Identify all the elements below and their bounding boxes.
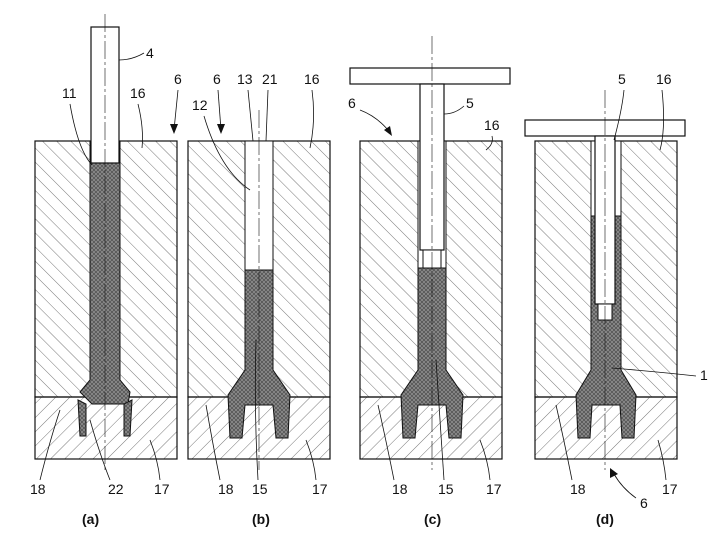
label-6: 6: [348, 95, 356, 111]
label-18: 18: [30, 481, 46, 497]
caption-a: (a): [82, 511, 99, 527]
label-17: 17: [486, 481, 502, 497]
label-6: 6: [640, 495, 648, 511]
label-5: 5: [466, 95, 474, 111]
label-17: 17: [662, 481, 678, 497]
caption-c: (c): [424, 511, 441, 527]
leader-13: [248, 90, 253, 141]
label-16: 16: [130, 85, 146, 101]
arrow-6: [360, 110, 388, 130]
panel-b: 6 13 21 16 12 18 15 17 (b): [188, 71, 330, 527]
label-18: 18: [218, 481, 234, 497]
panel-d: 5 16 1 18 17 6 (d): [525, 71, 708, 527]
leader-21: [266, 90, 268, 141]
caption-d: (d): [596, 511, 614, 527]
label-1: 1: [700, 367, 708, 383]
label-16: 16: [304, 71, 320, 87]
arrow-6-head: [217, 124, 225, 134]
lower-mold-block: [360, 397, 502, 459]
label-6: 6: [213, 71, 221, 87]
label-18: 18: [392, 481, 408, 497]
label-15: 15: [438, 481, 454, 497]
label-22: 22: [108, 481, 124, 497]
label-21: 21: [262, 71, 278, 87]
leader-5: [444, 106, 464, 114]
label-6: 6: [174, 71, 182, 87]
arrow-6-head: [384, 126, 392, 136]
arrow-6-head: [170, 124, 178, 134]
label-5: 5: [618, 71, 626, 87]
label-18: 18: [570, 481, 586, 497]
label-11: 11: [62, 85, 77, 101]
arrow-6: [614, 474, 636, 498]
caption-b: (b): [252, 511, 270, 527]
arrow-6-head: [610, 468, 618, 478]
lower-mold-block: [35, 397, 177, 459]
leader-16: [310, 90, 314, 148]
panel-c: 5 6 16 18 15 17 (c): [348, 36, 510, 527]
label-13: 13: [237, 71, 253, 87]
label-4: 4: [146, 45, 154, 61]
panel-a: 4 11 16 6 18 22 17 (a): [30, 14, 182, 527]
label-17: 17: [154, 481, 170, 497]
label-15: 15: [252, 481, 268, 497]
leader-4: [119, 53, 144, 60]
label-17: 17: [312, 481, 328, 497]
press-plate: [350, 68, 510, 84]
label-16: 16: [484, 117, 500, 133]
label-12: 12: [192, 97, 208, 113]
label-16: 16: [656, 71, 672, 87]
